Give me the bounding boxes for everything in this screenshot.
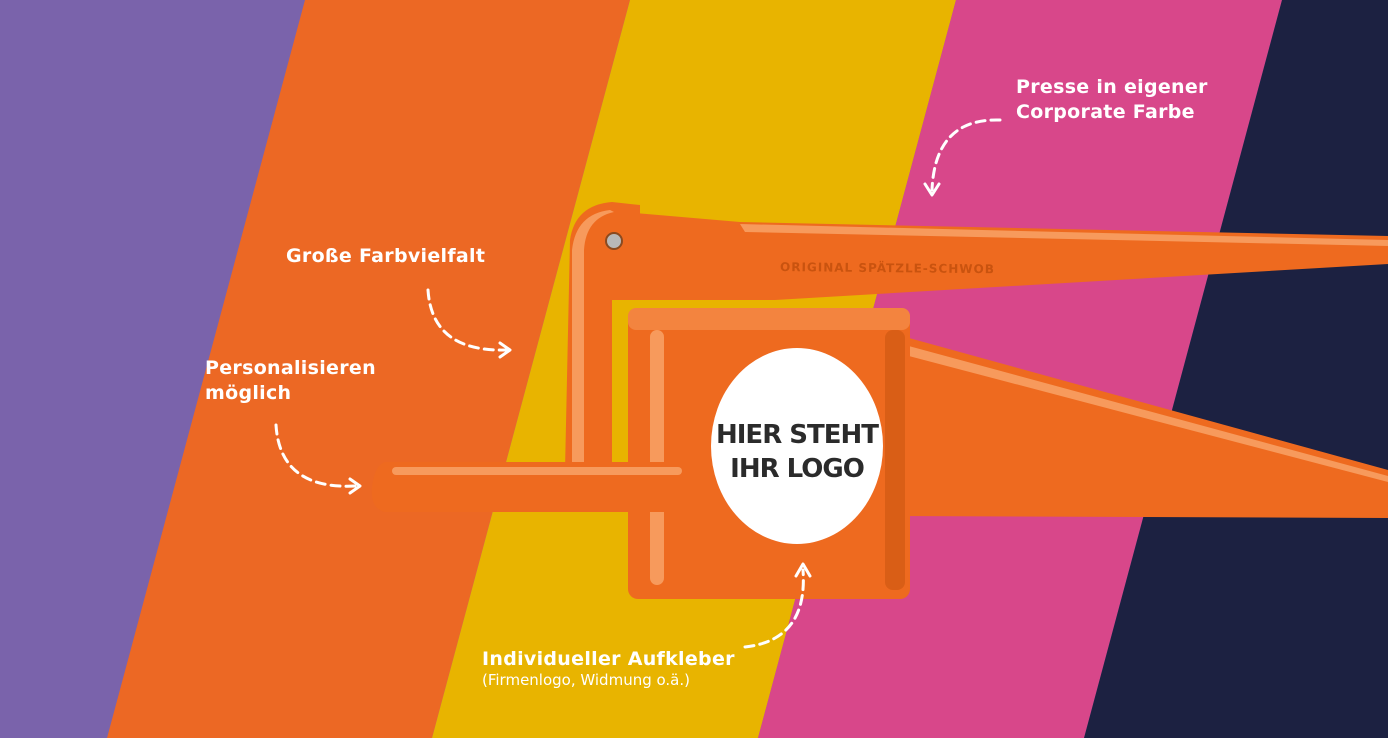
press-top-lever-highlight <box>740 224 1388 246</box>
label-sticker-subtitle: (Firmenlogo, Widmung o.ä.) <box>482 671 690 689</box>
arrow-color-variety <box>426 288 508 352</box>
arrow-personalize <box>274 423 358 488</box>
press-hinge-shadow <box>572 210 614 468</box>
press-left-handle-highlight <box>392 467 682 475</box>
arrow-sticker <box>743 568 805 649</box>
sticker-line-1: HIER STEHT <box>716 420 879 450</box>
label-color-variety: Große Farbvielfalt <box>286 245 486 267</box>
press-engraving: ORIGINAL SPÄTZLE-SCHWOB <box>780 259 995 276</box>
sticker-line-2: IHR LOGO <box>730 454 865 484</box>
press-cylinder-highlight <box>650 330 664 585</box>
press-cylinder-shade <box>885 330 905 590</box>
label-sticker-title: Individueller Aufkleber <box>482 648 735 670</box>
logo-sticker <box>711 348 883 544</box>
arrowheads <box>348 182 941 578</box>
spaetzle-press <box>371 202 1388 599</box>
arrowhead-color-variety <box>498 341 512 359</box>
stripe-navy <box>1084 0 1388 738</box>
arrowhead-corporate <box>923 182 941 197</box>
stripe-orange <box>107 0 630 738</box>
press-cylinder-top <box>628 308 910 330</box>
label-corporate-line-2: Corporate Farbe <box>1016 101 1195 123</box>
press-lower-arm-highlight <box>905 345 1388 482</box>
arrowhead-sticker <box>794 562 812 578</box>
hinge-screw <box>605 232 623 250</box>
arrowhead-personalize <box>348 477 362 495</box>
arrow-corporate <box>930 118 1002 192</box>
label-corporate-line-1: Presse in eigener <box>1016 76 1208 98</box>
label-corporate-color: Presse in eigener Corporate Farbe <box>1016 75 1208 125</box>
label-personalize: Personalisieren möglich <box>205 356 376 406</box>
annotation-arrows <box>274 118 1002 649</box>
label-personalize-line-2: möglich <box>205 382 292 404</box>
sticker-text: HIER STEHT IHR LOGO <box>712 418 882 486</box>
label-personalize-line-1: Personalisieren <box>205 357 376 379</box>
